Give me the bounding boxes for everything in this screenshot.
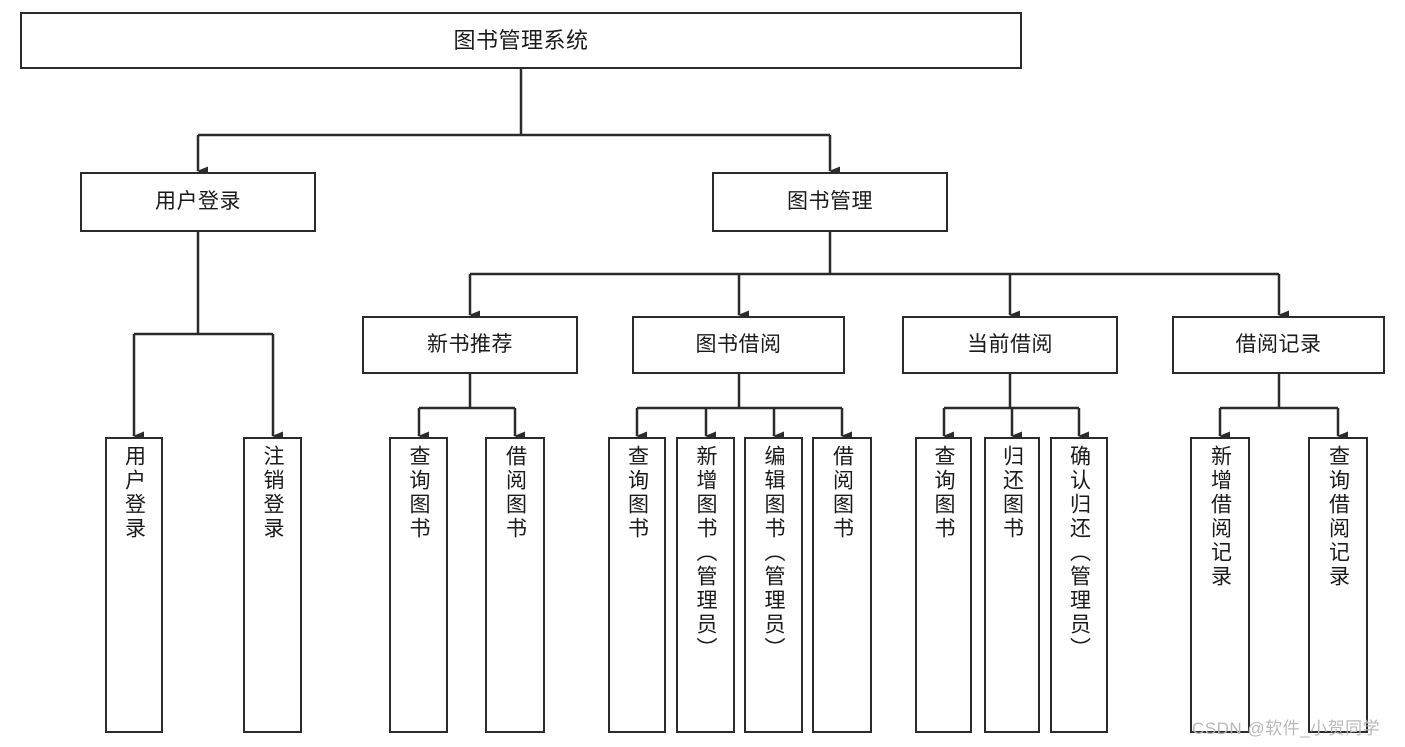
node-leaf-6[interactable]: 新增图书（管理员） [676,437,735,733]
node-label: 借阅图书 [503,445,527,541]
node-leaf-7[interactable]: 编辑图书（管理员） [744,437,803,733]
node-leaf-9[interactable]: 查询图书 [915,437,972,733]
node-leaf-5[interactable]: 查询图书 [608,437,666,733]
node-borrow[interactable]: 图书借阅 [632,316,845,374]
node-bookmgmt[interactable]: 图书管理 [712,172,948,232]
node-leaf-12[interactable]: 新增借阅记录 [1190,437,1250,733]
node-leaf-4[interactable]: 借阅图书 [485,437,545,733]
node-label: 编辑图书（管理员） [762,445,785,661]
node-label: 用户登录 [155,189,241,213]
node-current[interactable]: 当前借阅 [902,316,1118,374]
node-label: 用户登录 [122,445,146,541]
node-label: 图书管理系统 [453,27,589,53]
node-leaf-11[interactable]: 确认归还（管理员） [1050,437,1108,733]
node-label: 图书管理 [787,189,873,213]
node-label: 图书借阅 [695,332,782,356]
node-records[interactable]: 借阅记录 [1172,316,1385,374]
node-leaf-13[interactable]: 查询借阅记录 [1308,437,1368,733]
node-leaf-2[interactable]: 注销登录 [243,437,302,733]
node-root[interactable]: 图书管理系统 [20,12,1022,69]
node-leaf-3[interactable]: 查询图书 [389,437,448,733]
node-label: 新增借阅记录 [1208,445,1232,589]
node-label: 借阅图书 [830,445,854,541]
node-label: 查询图书 [625,445,649,541]
node-label: 新增图书（管理员） [694,445,717,661]
node-login[interactable]: 用户登录 [80,172,316,232]
node-label: 新书推荐 [427,332,513,356]
node-label: 确认归还（管理员） [1067,445,1091,661]
node-leaf-1[interactable]: 用户登录 [105,437,163,733]
node-label: 注销登录 [261,445,284,541]
node-newbook[interactable]: 新书推荐 [362,316,578,374]
node-leaf-8[interactable]: 借阅图书 [812,437,872,733]
node-label: 借阅记录 [1235,332,1322,356]
edge-paths [132,69,1348,441]
node-leaf-10[interactable]: 归还图书 [984,437,1040,733]
node-label: 查询图书 [932,445,955,541]
node-label: 查询图书 [407,445,430,541]
node-label: 当前借阅 [967,332,1053,356]
node-label: 查询借阅记录 [1326,445,1350,589]
node-label: 归还图书 [1000,445,1024,541]
